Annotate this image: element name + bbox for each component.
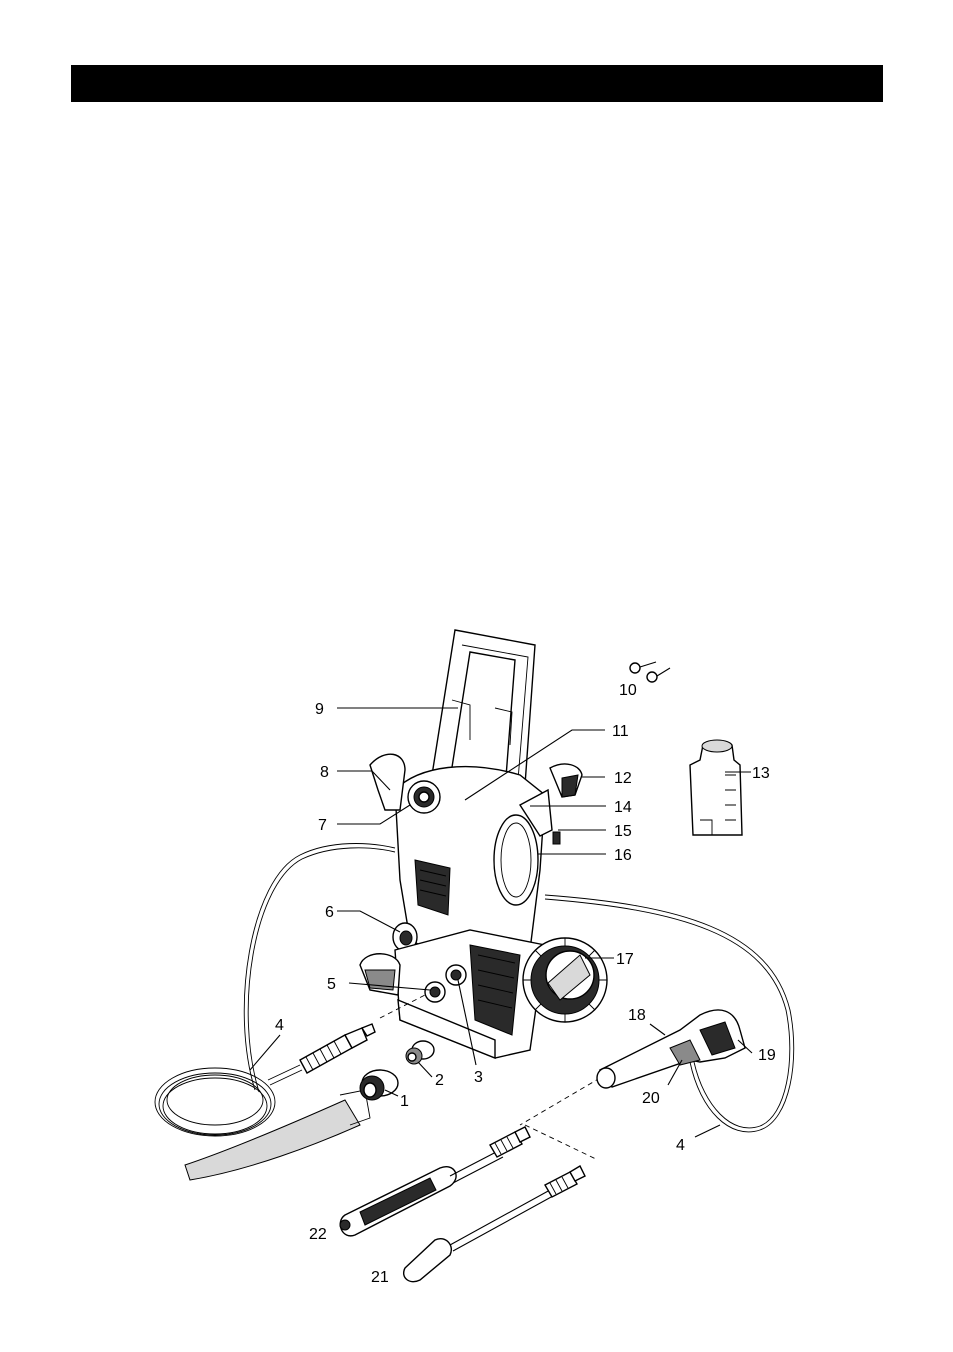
hose-adapter [406, 1041, 434, 1064]
callout-21: 21 [371, 1269, 389, 1286]
callout-18: 18 [628, 1007, 646, 1024]
callout-10: 10 [619, 682, 637, 699]
callout-9: 9 [315, 701, 324, 718]
callout-6: 6 [325, 904, 334, 921]
callout-1: 1 [400, 1093, 409, 1110]
hose-coupling [360, 1070, 398, 1100]
callout-2: 2 [435, 1072, 444, 1089]
callout-20: 20 [642, 1090, 660, 1107]
callout-4a: 4 [275, 1017, 284, 1034]
callout-19: 19 [758, 1047, 776, 1064]
callout-22: 22 [309, 1226, 327, 1243]
callout-7: 7 [318, 817, 327, 834]
callout-4b: 4 [676, 1137, 685, 1154]
callout-3: 3 [474, 1069, 483, 1086]
callout-12: 12 [614, 770, 632, 787]
callout-11: 11 [612, 723, 629, 740]
hose-coil [155, 844, 395, 1136]
callout-8: 8 [320, 764, 329, 781]
hose-threaded-end [300, 1024, 375, 1073]
pressure-washer-body [360, 630, 607, 1058]
callout-15: 15 [614, 823, 632, 840]
callout-13: 13 [752, 765, 770, 782]
detergent-bottle [690, 740, 742, 835]
vario-power-lance [340, 1127, 530, 1236]
screws [630, 662, 670, 682]
callout-14: 14 [614, 799, 632, 816]
callout-17: 17 [616, 951, 634, 968]
callout-5: 5 [327, 976, 336, 993]
callout-16: 16 [614, 847, 632, 864]
